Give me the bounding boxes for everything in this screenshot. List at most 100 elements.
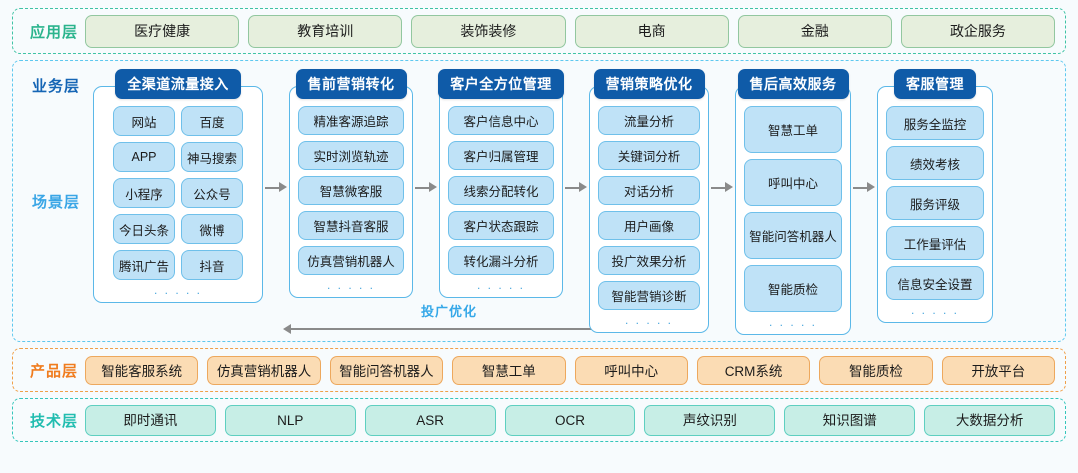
business-column: 营销策略优化流量分析关键词分析对话分析用户画像投广效果分析智能营销诊断 . . .…: [589, 69, 709, 333]
application-layer-band: 应用层 医疗健康教育培训装饰装修电商金融政企服务: [12, 8, 1066, 54]
business-column-header[interactable]: 客户全方位管理: [438, 69, 564, 99]
product-layer-item[interactable]: 呼叫中心: [574, 355, 688, 385]
business-column-chip[interactable]: 工作量评估: [886, 226, 984, 260]
business-column-chip[interactable]: 客户信息中心: [448, 106, 554, 135]
business-column-header[interactable]: 售前营销转化: [295, 69, 407, 99]
business-column-chip[interactable]: 精准客源追踪: [298, 106, 404, 135]
business-column-chip[interactable]: 转化漏斗分析: [448, 246, 554, 275]
application-layer-item[interactable]: 电商: [574, 14, 729, 48]
business-column-chip[interactable]: 流量分析: [598, 106, 700, 135]
business-column: 客服管理服务全监控绩效考核服务评级工作量评估信息安全设置 . . . . .: [877, 69, 993, 323]
business-column-chip[interactable]: 对话分析: [598, 176, 700, 205]
business-column-chip[interactable]: 呼叫中心: [744, 159, 842, 206]
technology-layer-label: 技术层: [29, 412, 78, 430]
technology-layer-item[interactable]: OCR: [504, 404, 636, 436]
technology-layer-item[interactable]: 大数据分析: [924, 404, 1056, 436]
business-column-header[interactable]: 客服管理: [894, 69, 976, 99]
business-column-chip[interactable]: 智慧工单: [744, 106, 842, 153]
product-layer-item[interactable]: 开放平台: [941, 355, 1055, 385]
business-column-chip[interactable]: 仿真营销机器人: [298, 246, 404, 275]
business-column-header[interactable]: 营销策略优化: [593, 69, 705, 99]
business-column-chip[interactable]: 智能问答机器人: [744, 212, 842, 259]
ellipsis-indicator: . . . . .: [910, 303, 959, 317]
business-column-chip[interactable]: 今日头条: [113, 214, 175, 244]
product-layer-item[interactable]: CRM系统: [696, 355, 811, 385]
business-column-chip[interactable]: 服务全监控: [886, 106, 984, 140]
business-column-chips: 智慧工单呼叫中心智能问答机器人智能质检: [744, 106, 842, 312]
business-column-chip[interactable]: 百度: [181, 106, 243, 136]
application-layer-item[interactable]: 医疗健康: [85, 14, 240, 48]
flow-arrow-right-icon: [563, 69, 589, 309]
flow-arrow-right-icon: [413, 69, 439, 309]
business-column-chip[interactable]: 公众号: [181, 178, 243, 208]
business-column-chip[interactable]: APP: [113, 142, 175, 172]
technology-layer-item[interactable]: 声纹识别: [644, 404, 776, 436]
business-column-chip[interactable]: 绩效考核: [886, 146, 984, 180]
business-column-chips: 客户信息中心客户归属管理线索分配转化客户状态跟踪转化漏斗分析: [448, 106, 554, 275]
business-column-chip[interactable]: 用户画像: [598, 211, 700, 240]
application-layer-item[interactable]: 教育培训: [248, 14, 403, 48]
business-column-header[interactable]: 全渠道流量接入: [115, 69, 241, 99]
product-layer-item[interactable]: 智慧工单: [452, 355, 566, 385]
flow-arrow-right-icon: [709, 69, 735, 309]
business-column-chip[interactable]: 实时浏览轨迹: [298, 141, 404, 170]
business-layer-labels: 业务层 场景层: [23, 61, 89, 341]
flow-arrow-right-icon: [851, 69, 877, 309]
application-layer-item[interactable]: 金融: [737, 14, 892, 48]
business-column-chip[interactable]: 智慧抖音客服: [298, 211, 404, 240]
business-column-chip[interactable]: 小程序: [113, 178, 175, 208]
business-column-body: 流量分析关键词分析对话分析用户画像投广效果分析智能营销诊断 . . . . .: [589, 86, 709, 333]
application-layer-items: 医疗健康教育培训装饰装修电商金融政企服务: [85, 14, 1056, 48]
business-column-chip[interactable]: 微博: [181, 214, 243, 244]
technology-layer-item[interactable]: 即时通讯: [85, 404, 216, 436]
business-column-chip[interactable]: 服务评级: [886, 186, 984, 220]
business-column-chip[interactable]: 智能质检: [744, 265, 842, 312]
business-column-chip[interactable]: 客户状态跟踪: [448, 211, 554, 240]
business-column: 售后高效服务智慧工单呼叫中心智能问答机器人智能质检 . . . . .: [735, 69, 851, 335]
application-layer-label: 应用层: [29, 23, 78, 41]
business-column-chip[interactable]: 智慧微客服: [298, 176, 404, 205]
ellipsis-indicator: . . . . .: [768, 315, 817, 329]
ellipsis-indicator: . . . . .: [153, 283, 202, 297]
product-layer-item[interactable]: 智能质检: [819, 355, 933, 385]
business-column-chip[interactable]: 投广效果分析: [598, 246, 700, 275]
application-layer-item[interactable]: 政企服务: [900, 14, 1056, 48]
business-column-chips: 服务全监控绩效考核服务评级工作量评估信息安全设置: [886, 106, 984, 300]
feedback-arrow-label: 投广优化: [420, 304, 477, 319]
business-column-chip[interactable]: 抖音: [181, 250, 243, 280]
ellipsis-indicator: . . . . .: [476, 278, 525, 292]
product-layer-item[interactable]: 智能客服系统: [85, 355, 199, 385]
technology-layer-item[interactable]: ASR: [364, 404, 496, 436]
technology-layer-item[interactable]: 知识图谱: [784, 404, 916, 436]
business-column-body: 智慧工单呼叫中心智能问答机器人智能质检 . . . . .: [735, 86, 851, 335]
business-column-chip[interactable]: 智能营销诊断: [598, 281, 700, 310]
business-column-chip[interactable]: 关键词分析: [598, 141, 700, 170]
ellipsis-indicator: . . . . .: [326, 278, 375, 292]
business-column-chip[interactable]: 神马搜索: [181, 142, 243, 172]
product-layer-item[interactable]: 仿真营销机器人: [207, 355, 321, 385]
business-column-chip[interactable]: 网站: [113, 106, 175, 136]
product-layer-items: 智能客服系统仿真营销机器人智能问答机器人智慧工单呼叫中心 CRM系统智能质检开放平…: [85, 355, 1055, 385]
business-column: 客户全方位管理客户信息中心客户归属管理线索分配转化客户状态跟踪转化漏斗分析. .…: [438, 69, 564, 298]
technology-layer-item[interactable]: NLP: [224, 404, 356, 436]
product-layer-band: 产品层 智能客服系统仿真营销机器人智能问答机器人智慧工单呼叫中心 CRM系统智能质…: [12, 348, 1066, 392]
business-column-header[interactable]: 售后高效服务: [737, 69, 849, 99]
business-column-chips: 精准客源追踪实时浏览轨迹智慧微客服智慧抖音客服仿真营销机器人: [298, 106, 404, 275]
business-column: 售前营销转化精准客源追踪实时浏览轨迹智慧微客服智慧抖音客服仿真营销机器人 . . …: [289, 69, 413, 298]
business-column-chip[interactable]: 客户归属管理: [448, 141, 554, 170]
product-layer-item[interactable]: 智能问答机器人: [329, 355, 444, 385]
product-layer-label: 产品层: [29, 362, 78, 380]
ellipsis-indicator: . . . . .: [624, 313, 673, 327]
application-layer-item[interactable]: 装饰装修: [411, 14, 566, 48]
business-column-chip[interactable]: 腾讯广告: [113, 250, 175, 280]
feedback-arrow: 投广优化: [281, 301, 617, 335]
feedback-arrow-head-icon: [283, 324, 291, 334]
business-column-chip[interactable]: 信息安全设置: [886, 266, 984, 300]
business-column-chip[interactable]: 线索分配转化: [448, 176, 554, 205]
